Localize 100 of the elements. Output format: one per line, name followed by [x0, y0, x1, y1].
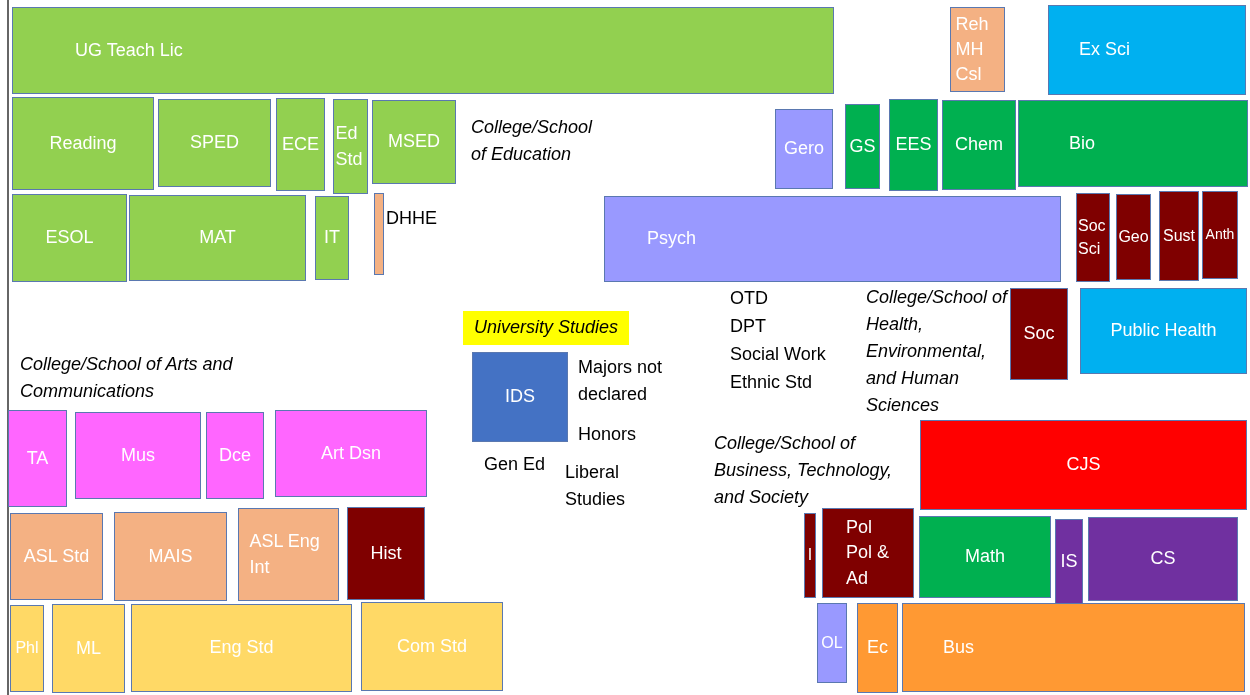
- program-box: [1048, 5, 1246, 95]
- program-label: Art Dsn: [320, 441, 382, 465]
- program-box: [12, 194, 127, 282]
- program-label: IDS: [504, 385, 536, 409]
- program-label: ML: [75, 636, 102, 660]
- section-heading: College/School of Education: [471, 116, 594, 166]
- program-label: Psych: [646, 227, 698, 251]
- bar-shape: [374, 193, 384, 275]
- program-label: Public Health: [1109, 319, 1218, 343]
- section-heading: College/School of Health, Environmental, and Human Sciences: [866, 286, 1008, 417]
- heading-highlight: [463, 311, 629, 345]
- program-box: [52, 604, 125, 693]
- program-box: [8, 410, 67, 507]
- program-box: [206, 412, 264, 499]
- program-label: Anth: [1204, 225, 1236, 245]
- program-box: [472, 352, 568, 442]
- program-label: Bus: [942, 635, 976, 659]
- program-label: Mus: [120, 443, 156, 467]
- program-label: Pol Pol & Ad: [846, 516, 890, 590]
- program-box: [919, 516, 1051, 598]
- program-box: [1010, 288, 1068, 380]
- program-label: GS: [848, 134, 877, 158]
- program-label: IS: [1059, 550, 1079, 574]
- program-label: Gero: [783, 137, 825, 161]
- program-box: [1076, 193, 1110, 282]
- program-box: [845, 104, 880, 189]
- program-box: [275, 410, 427, 497]
- program-box: [920, 420, 1247, 510]
- program-box: [1088, 517, 1238, 601]
- program-label: OTD: [730, 287, 769, 310]
- program-label: Phl: [14, 638, 40, 659]
- program-label: I: [806, 545, 814, 566]
- program-box: [347, 507, 425, 600]
- program-label: IT: [323, 226, 341, 250]
- program-box: [333, 99, 368, 194]
- program-label: MAIS: [147, 544, 194, 568]
- program-box: [942, 100, 1016, 190]
- program-box: [822, 508, 914, 598]
- program-label: MSED: [387, 130, 441, 154]
- section-heading: University Studies: [472, 316, 620, 340]
- program-box: [361, 602, 503, 691]
- program-label: Reh MH Csl: [955, 12, 990, 87]
- section-heading: College/School of Business, Technology, and Society: [714, 432, 894, 509]
- program-box: [114, 512, 227, 601]
- program-label: CJS: [1065, 453, 1102, 477]
- program-box: [10, 513, 103, 600]
- program-label: Reading: [48, 131, 118, 155]
- program-label: Soc Sci: [1078, 216, 1107, 259]
- program-label: Eng Std: [208, 636, 275, 660]
- program-box: [889, 99, 938, 191]
- program-box: [1080, 288, 1247, 374]
- program-label: ASL Eng Int: [249, 530, 321, 579]
- program-label: Social Work: [730, 343, 827, 366]
- program-label: CS: [1149, 547, 1177, 571]
- program-label: Ed Std: [335, 122, 364, 171]
- program-label: Geo: [1117, 226, 1150, 247]
- program-label: Dce: [218, 443, 252, 467]
- program-label: SPED: [189, 131, 240, 155]
- program-box: [75, 412, 201, 499]
- note-text: Majors not declared: [578, 356, 664, 406]
- program-box: [950, 7, 1005, 92]
- program-label: Soc: [1022, 322, 1056, 346]
- program-box: [1055, 519, 1083, 605]
- note-text: Honors: [578, 423, 638, 446]
- program-label: Bio: [1068, 131, 1096, 155]
- program-label: Com Std: [396, 634, 468, 658]
- program-box: [10, 605, 44, 692]
- program-box: [804, 513, 816, 598]
- program-box: [775, 109, 833, 189]
- program-box: [12, 7, 834, 94]
- program-box: [131, 604, 352, 692]
- program-label: TA: [25, 446, 50, 470]
- program-box: [857, 603, 898, 693]
- section-heading: College/School of Arts and Communications: [20, 353, 234, 403]
- program-label: OL: [820, 632, 844, 653]
- program-box: [158, 99, 271, 187]
- program-label: ECE: [281, 132, 320, 156]
- program-box: [1159, 191, 1199, 281]
- program-label: Math: [964, 545, 1006, 569]
- program-box: [276, 98, 325, 191]
- program-box: [1202, 191, 1238, 279]
- program-label: ESOL: [44, 226, 95, 250]
- program-label: ASL Std: [22, 544, 91, 568]
- program-label: Ec: [866, 636, 889, 660]
- program-label: Gen Ed: [484, 453, 547, 476]
- program-label: UG Teach Lic: [74, 38, 184, 62]
- program-label: DPT: [730, 315, 767, 338]
- program-label: EES: [894, 133, 933, 157]
- program-box: [372, 100, 456, 184]
- program-box: [1116, 194, 1151, 280]
- program-box: [12, 97, 154, 190]
- program-label: DHHE: [386, 209, 437, 227]
- program-label: MAT: [198, 226, 237, 250]
- program-box: [129, 195, 306, 281]
- program-box: [315, 196, 349, 280]
- program-box: [604, 196, 1061, 282]
- program-label: Sust: [1162, 225, 1196, 246]
- program-box: [817, 603, 847, 683]
- program-label: Hist: [369, 541, 403, 565]
- program-label: Ethnic Std: [730, 371, 814, 394]
